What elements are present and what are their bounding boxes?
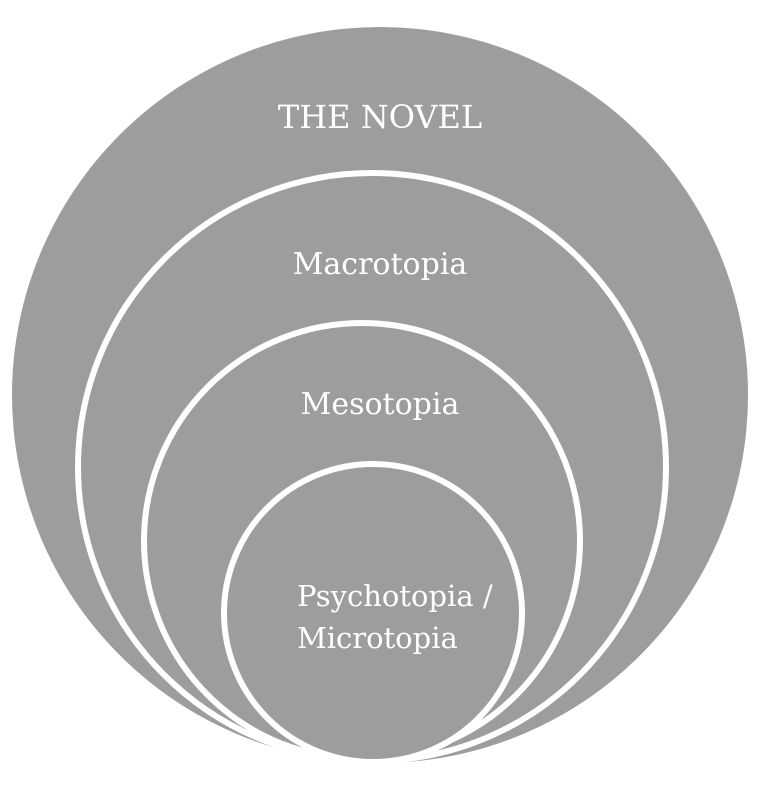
psychotopia-circle: [221, 461, 525, 765]
macrotopia-label: Macrotopia: [293, 247, 468, 282]
mesotopia-label: Mesotopia: [301, 387, 460, 422]
novel-label: THE NOVEL: [278, 98, 482, 136]
microtopia-label: Microtopia: [297, 621, 458, 655]
psychotopia-label: Psychotopia /: [297, 579, 493, 613]
